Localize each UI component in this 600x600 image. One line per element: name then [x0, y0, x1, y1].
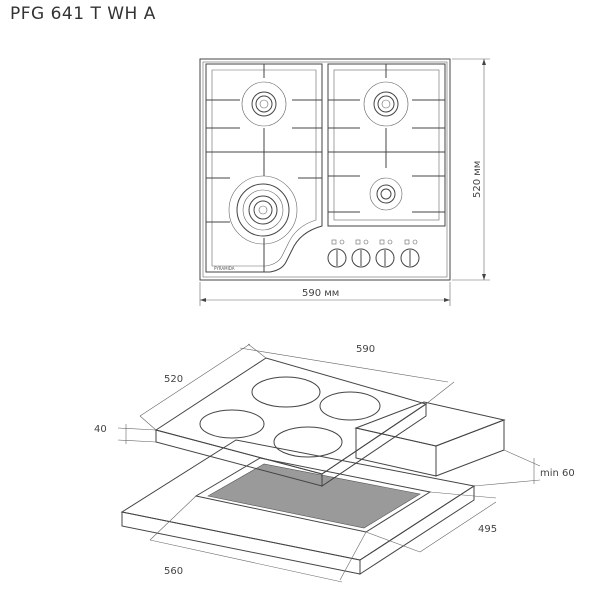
burner-top-left — [241, 81, 287, 127]
hob-top-view: PYRAMIDA 590 мм 520 мм — [199, 58, 490, 306]
iso-dim-thickness: 40 — [94, 424, 157, 444]
countertop — [120, 439, 476, 575]
control-knobs — [327, 239, 420, 268]
iso-dim-clearance: min 60 — [473, 449, 575, 487]
zone-front-right — [273, 426, 343, 458]
zone-back-right — [319, 391, 381, 421]
height-dimension: 520 мм — [452, 58, 490, 281]
iso-dim-width: 590 — [239, 343, 455, 405]
burner-top-right — [363, 81, 409, 127]
knob-1 — [327, 239, 347, 268]
knob-3 — [375, 239, 395, 268]
iso-cutout-width-label: 560 — [164, 566, 183, 577]
iso-clearance-label: min 60 — [540, 468, 575, 479]
iso-dim-cutout-width: 560 — [149, 495, 367, 583]
model-title: PFG 641 T WH A — [10, 4, 156, 24]
brand-mark: PYRAMIDA — [214, 266, 235, 271]
iso-cutout-depth-label: 495 — [478, 524, 497, 535]
iso-width-label: 590 — [356, 344, 375, 355]
width-label: 590 мм — [302, 288, 339, 299]
width-dimension: 590 мм — [199, 282, 451, 306]
burner-triple-crown — [228, 175, 298, 245]
iso-thickness-label: 40 — [94, 424, 107, 435]
knob-2 — [351, 239, 371, 268]
left-grate — [205, 63, 323, 273]
zone-front-left — [199, 409, 265, 439]
hob-iso-view: 590 520 40 min 60 495 — [94, 343, 575, 583]
zone-back-left — [251, 376, 321, 408]
burner-small — [369, 177, 403, 211]
hob-glass — [154, 357, 428, 487]
height-label: 520 мм — [472, 161, 483, 198]
knob-4 — [400, 239, 420, 268]
right-grate — [327, 63, 446, 227]
iso-dim-cutout-depth: 495 — [365, 491, 497, 553]
cabinet-back-panel — [354, 401, 506, 477]
iso-depth-label: 520 — [164, 374, 183, 385]
hob-plate-outline — [199, 58, 451, 281]
iso-dim-depth: 520 — [139, 343, 251, 431]
